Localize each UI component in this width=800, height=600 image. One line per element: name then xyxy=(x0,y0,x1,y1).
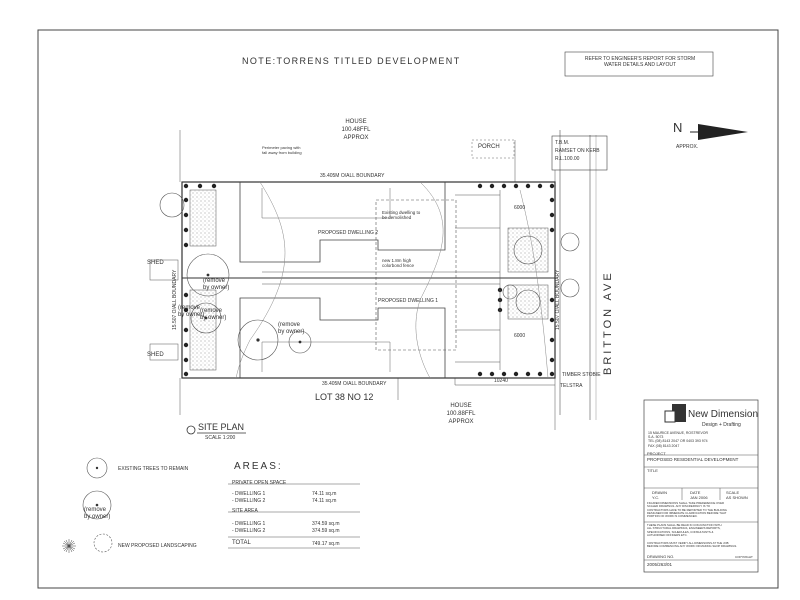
sheet-border xyxy=(37,29,779,589)
title-label: TITLE xyxy=(647,468,658,473)
areas-title: AREAS: xyxy=(234,461,283,472)
site-boundary xyxy=(181,181,556,379)
title-block-frame xyxy=(643,399,759,573)
remove-label-3: (remove by owner) xyxy=(178,305,205,318)
legend-remove-label: (remove by owner) xyxy=(84,507,111,520)
boundary-top-label: 35.405M O/ALL BOUNDARY xyxy=(320,173,385,179)
site-plan-scale: SCALE 1:200 xyxy=(205,435,236,441)
areas-site-row-1: - DWELLING 1 374.59 sq.m xyxy=(232,521,340,527)
drawing-no-label: DRAWING NO. xyxy=(647,554,675,559)
areas-pos-row-2: - DWELLING 2 74.11 sq.m xyxy=(232,498,337,504)
legend-new-landscaping: NEW PROPOSED LANDSCAPING xyxy=(118,543,197,549)
shed-label-1: SHED xyxy=(147,260,164,266)
site-plan-title: SITE PLAN xyxy=(198,422,245,432)
remove-label-1: (remove by owner) xyxy=(203,278,230,291)
north-approx-label: APPROX. xyxy=(676,144,699,150)
remove-label-4: (remove by owner) xyxy=(278,322,305,335)
legend-landscaping-icon xyxy=(62,539,76,553)
copyright-label: COPYRIGHT xyxy=(735,555,753,559)
tree-remove-1 xyxy=(186,253,230,297)
dim-6000-bottom: 6000 xyxy=(514,333,526,339)
north-arrow-icon xyxy=(698,124,748,140)
shed-label-2: SHED xyxy=(147,352,164,358)
date-cell: DATE JAN 2006 xyxy=(690,490,708,500)
demolish-note: Existing dwelling to be demolished xyxy=(382,210,421,220)
areas-site-area: SITE AREA xyxy=(232,508,258,514)
tree-remove-2 xyxy=(190,302,222,334)
drawing-notes-3: CONTRACTORS MUST VERIFY ALL DIMENSIONS A… xyxy=(647,541,738,549)
tree-remove-3 xyxy=(237,319,279,361)
project-label: PROJECT xyxy=(647,451,666,456)
areas-total-row: TOTAL 749.17 sq.m xyxy=(232,540,340,547)
boundary-bottom-label: 35.405M O/ALL BOUNDARY xyxy=(322,381,387,387)
dim-6000-top: 6000 xyxy=(514,205,526,211)
legend-existing-tree-icon xyxy=(86,457,108,479)
tree-existing-1 xyxy=(159,192,185,218)
existing-dwelling-dashed xyxy=(375,199,457,351)
timber-stobie-label: TIMBER STOBIE xyxy=(562,372,601,378)
boundary-front-label: 15.507 O/ALL BOUNDARY xyxy=(555,269,561,330)
porch-label: PORCH xyxy=(478,144,500,150)
tbm-note: T.B.M. RAMSET ON KERB R.L.100.00 xyxy=(555,140,600,162)
legend-existing-trees: EXISTING TREES TO REMAIN xyxy=(118,466,189,472)
tree-remove-4 xyxy=(288,330,312,354)
site-plan-marker-icon xyxy=(186,425,196,435)
note-title: NOTE:TORRENS TITLED DEVELOPMENT xyxy=(242,56,461,66)
areas-private-open-space: PRIVATE OPEN SPACE xyxy=(232,480,287,486)
drawn-cell: DRAWN Y.C. xyxy=(652,490,667,500)
lot-label: LOT 38 NO 12 xyxy=(315,392,374,402)
fence-dots xyxy=(183,183,555,377)
fence-note: new 1.8m high colorbond fence xyxy=(382,258,415,268)
remove-label-2: (remove by owner) xyxy=(200,308,227,321)
storm-water-note: REFER TO ENGINEER'S REPORT FOR STORM WAT… xyxy=(584,56,696,68)
house-bottom-label: HOUSE 100.88FFL APPROX xyxy=(446,403,476,425)
drawing-no: 2005/263/01 xyxy=(647,562,673,567)
tree-existing-5 xyxy=(560,278,580,298)
tree-existing-4 xyxy=(560,232,580,252)
paving-note: Perimeter paving with fall away from bui… xyxy=(262,145,302,155)
dwelling-1-outline xyxy=(239,297,446,378)
drawing-notes: FIGURED DIMENSIONS SHALL TAKE PREFERENCE… xyxy=(647,501,727,519)
tree-existing-2 xyxy=(513,235,543,265)
street-name: BRITTON AVE xyxy=(602,270,614,375)
tree-existing-3 xyxy=(515,289,541,315)
dwelling-2-label: PROPOSED DWELLING 2 xyxy=(318,230,379,236)
dwelling-1-label: PROPOSED DWELLING 1 xyxy=(378,298,439,304)
north-letter: N xyxy=(673,120,683,135)
house-top-label: HOUSE 100.48FFL APPROX xyxy=(341,119,371,141)
company-address: 15 MAURICE AVENUE, ROSTREVOR S.A. 5073 T… xyxy=(648,431,709,448)
areas-site-row-2: - DWELLING 2 374.59 sq.m xyxy=(232,528,340,534)
scale-cell: SCALE AS SHOWN xyxy=(726,490,748,500)
areas-pos-row-1: - DWELLING 1 74.11 sq.m xyxy=(232,491,337,497)
company-name: New Dimension xyxy=(688,409,759,420)
dwelling-2-outline xyxy=(239,182,446,263)
telstra-label: TELSTRA xyxy=(560,383,583,389)
company-logo-icon xyxy=(664,404,686,423)
drawing-notes-2: THESE PLANS SHALL BE READ IN CONJUNCTION… xyxy=(647,523,722,537)
dim-10240: 10240 xyxy=(494,378,508,384)
project-name: PROPOSED RESIDENTIAL DEVELOPMENT xyxy=(647,457,739,462)
company-tagline: Design + Drafting xyxy=(702,422,741,428)
legend-remove-tree-icon xyxy=(82,490,112,520)
